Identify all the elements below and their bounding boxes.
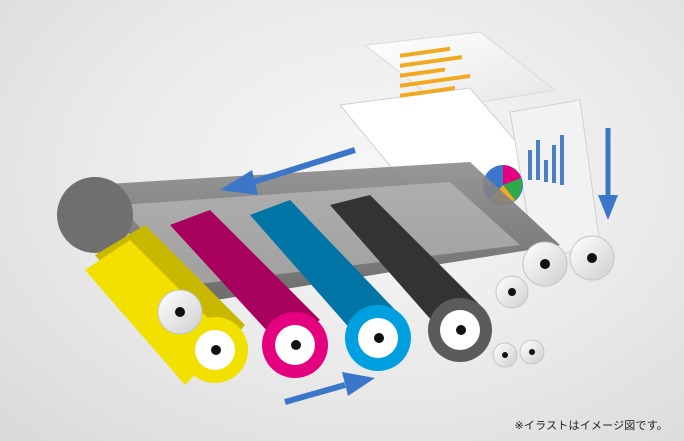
illustration-caption: ※イラストはイメージ図です。 bbox=[515, 417, 668, 433]
paper-in-arrow-icon bbox=[598, 128, 618, 220]
